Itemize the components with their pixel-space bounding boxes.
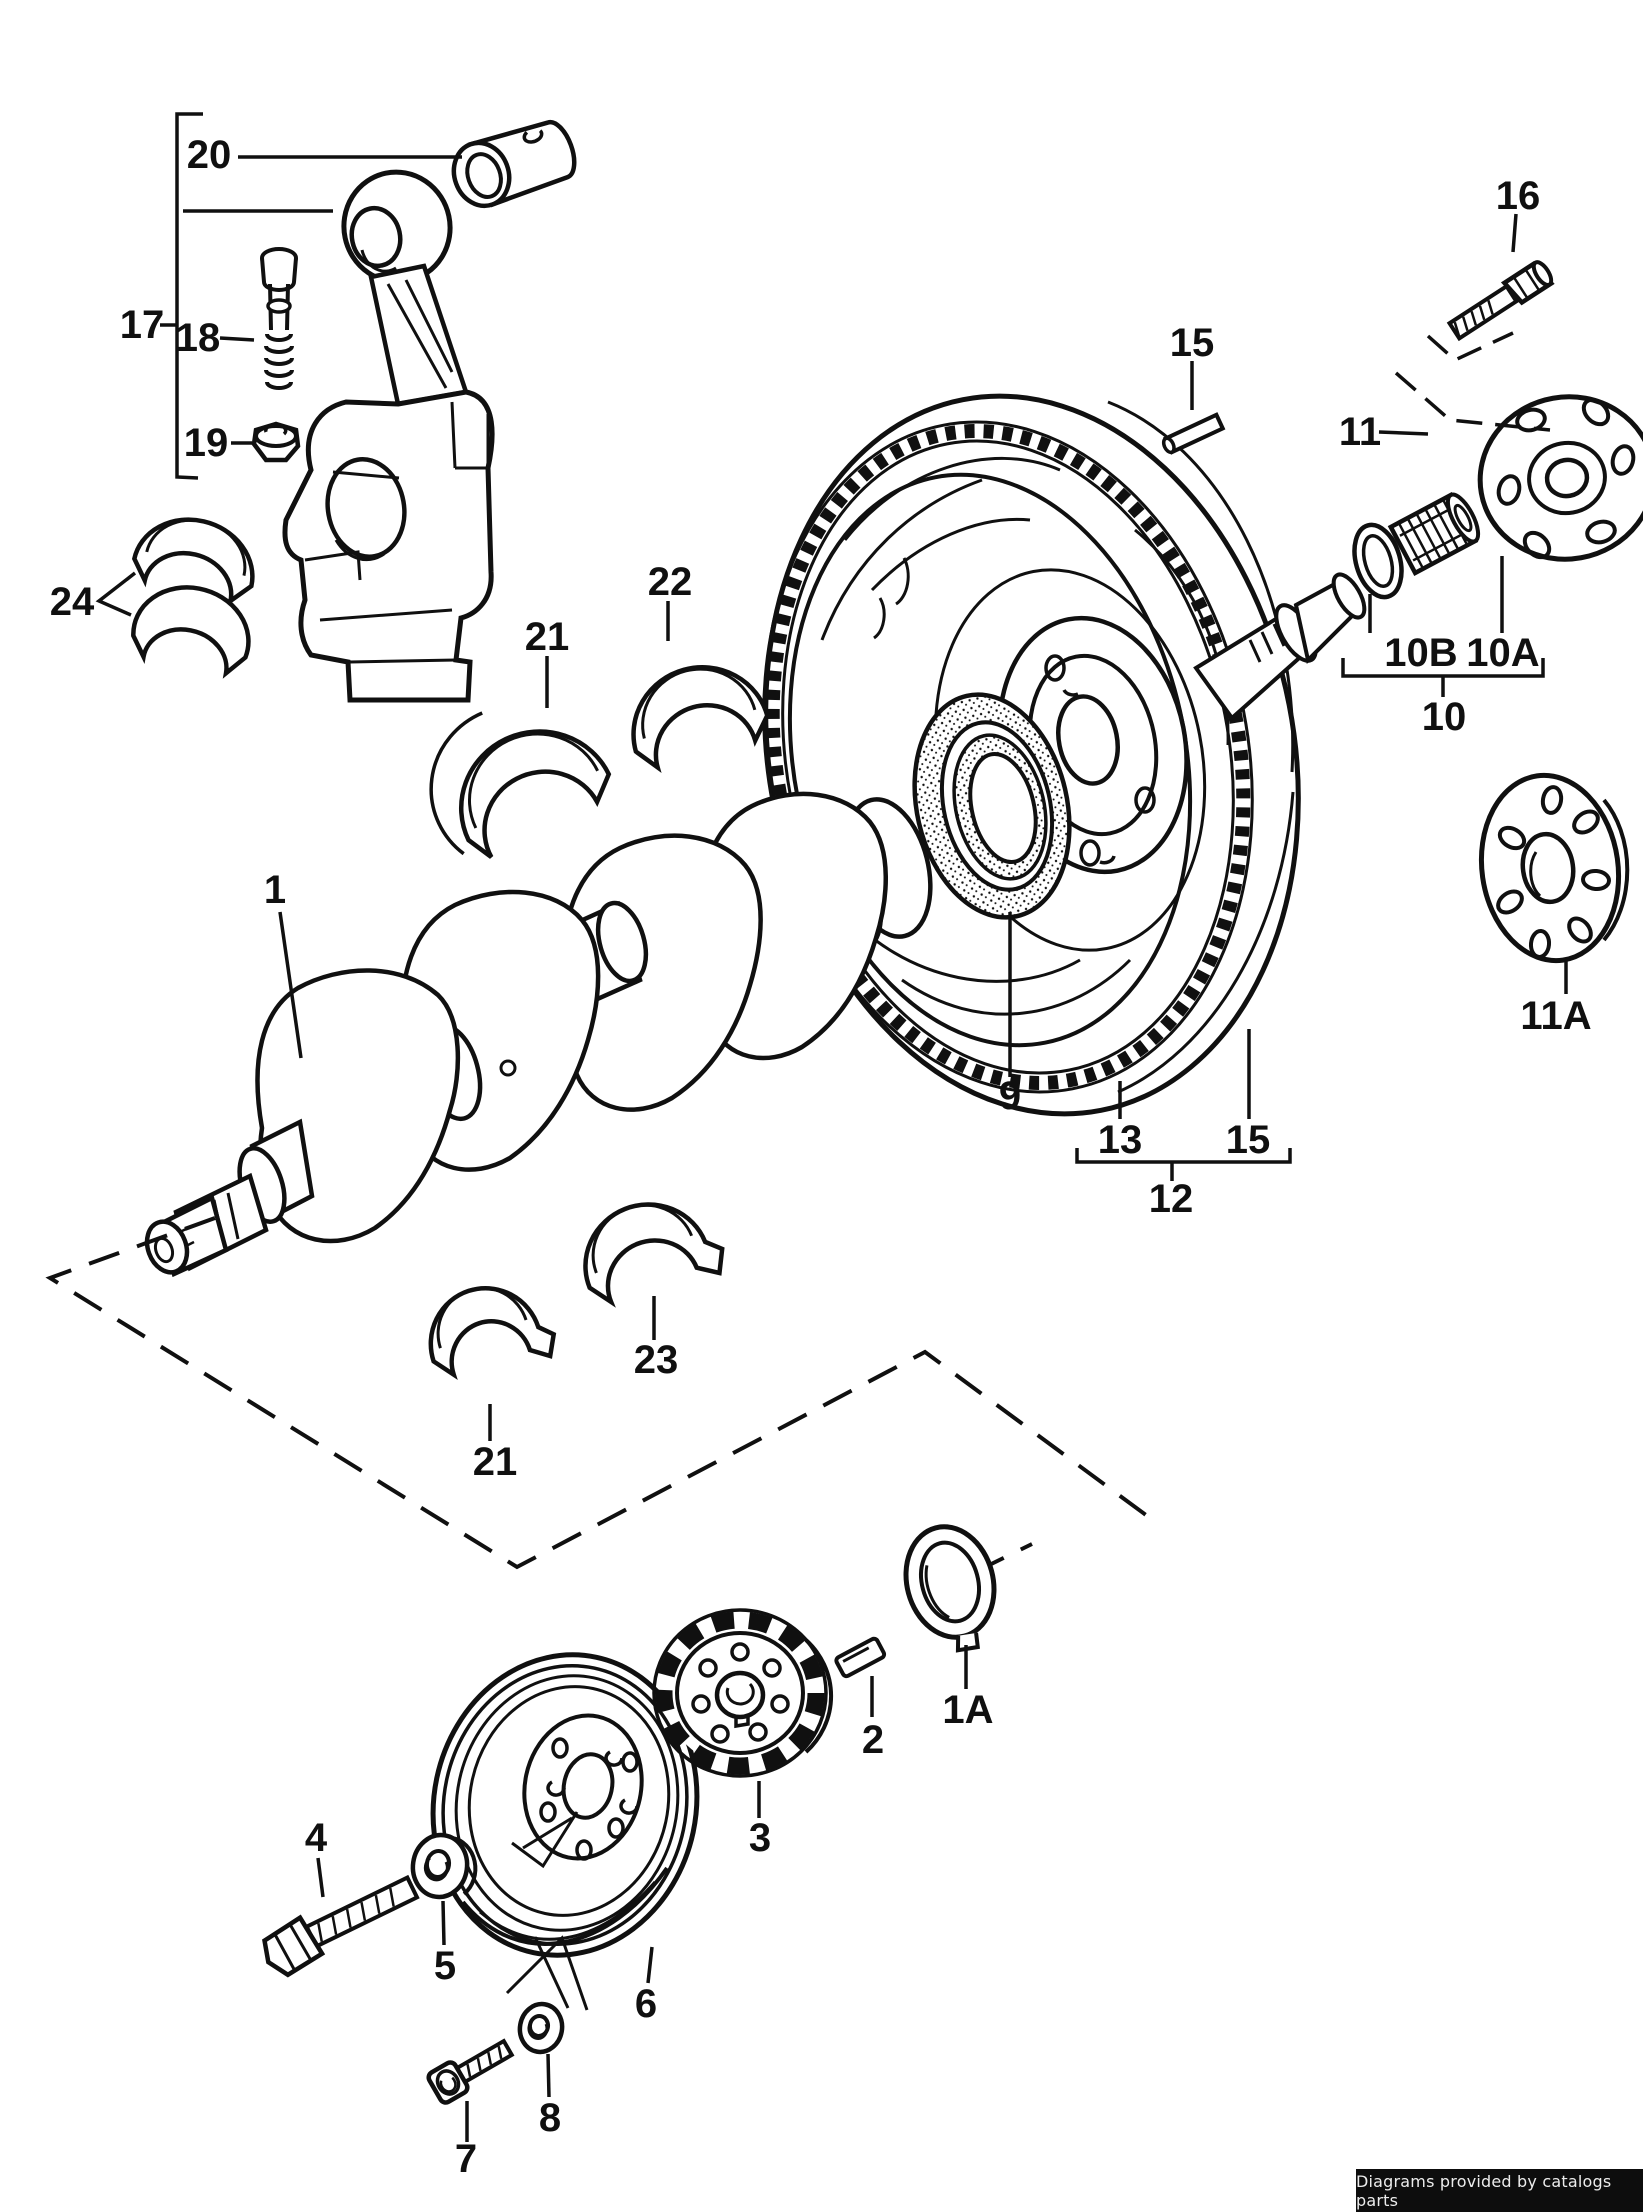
dowel-pin-15-drawing	[1161, 412, 1226, 455]
drive-plate-11A-drawing	[1478, 772, 1630, 964]
bearing-shell-21-lower-drawing	[428, 1285, 557, 1380]
callout-brackets	[95, 112, 1545, 1181]
bushing-20	[451, 119, 577, 209]
part-label-21b: 21	[473, 1440, 518, 1484]
part-label-1: 1	[264, 868, 286, 912]
part-label-4: 4	[305, 1816, 328, 1860]
part-label-12: 12	[1149, 1177, 1194, 1221]
bolt-18	[260, 247, 298, 390]
leader-lines	[160, 155, 1568, 2142]
bearing-shell-21-upper-drawing	[429, 711, 612, 859]
part-label-20: 20	[187, 133, 232, 177]
part-label-24: 24	[50, 580, 95, 624]
sprocket-3-drawing	[652, 1608, 834, 1778]
crank-nose	[144, 1118, 315, 1278]
bracket-10	[1341, 658, 1545, 697]
part-label-11A: 11A	[1520, 994, 1591, 1038]
bearing-shell-22-drawing	[631, 665, 770, 774]
roll-pin-2-drawing	[834, 1636, 887, 1679]
part-label-10B: 10B	[1384, 631, 1457, 675]
flywheel-bolt-16-drawing	[1446, 260, 1555, 342]
watermark-text: Diagrams provided by catalogs parts	[1356, 2171, 1612, 2210]
part-label-10: 10	[1422, 695, 1467, 739]
pulley-holes	[539, 1737, 639, 1861]
bracket-17	[175, 112, 203, 480]
part-label-1A: 1A	[942, 1688, 993, 1732]
part-label-6: 6	[635, 1982, 657, 2026]
part-label-19: 19	[184, 421, 229, 465]
oil-seal-1A-drawing	[903, 1524, 997, 1653]
part-label-10A: 10A	[1466, 631, 1539, 675]
part-label-22: 22	[648, 560, 693, 604]
bracket-12	[1075, 1148, 1292, 1181]
nut-19	[251, 421, 301, 463]
crankshaft-drawing	[144, 791, 933, 1278]
v-belt-pulley-drawing	[430, 1652, 700, 2009]
part-label-2: 2	[862, 1718, 884, 1762]
part-label-13: 13	[1098, 1118, 1143, 1162]
callout-labels: 20 17 18 19 24 22 21 1 16 15 11 10B 10A …	[50, 133, 1592, 2181]
part-label-3: 3	[749, 1816, 771, 1860]
washer-5-drawing	[410, 1832, 478, 1900]
part-label-11: 11	[1339, 410, 1381, 454]
bolt-4-drawing	[262, 1874, 420, 1978]
part-label-9: 9	[999, 1074, 1021, 1118]
connecting-rod-drawing	[131, 119, 577, 703]
watermark-badge: Diagrams provided by catalogs parts	[1356, 2169, 1643, 2212]
flange-11-drawing	[1477, 394, 1643, 562]
part-label-7: 7	[455, 2137, 477, 2181]
crank-stub-shaft	[1193, 572, 1367, 721]
bolt-7-drawing	[426, 2038, 515, 2105]
part-label-16: 16	[1496, 174, 1541, 218]
part-label-21a: 21	[525, 615, 570, 659]
assembly-axis-marks-pulley	[505, 1811, 589, 2011]
bearing-shells-24	[131, 517, 255, 679]
part-label-18: 18	[176, 316, 221, 360]
needle-bearing-10A-drawing	[1387, 492, 1481, 576]
part-label-8: 8	[539, 2096, 561, 2140]
spacer-ring-drawing	[912, 692, 1072, 920]
bearing-shell-23-drawing	[583, 1202, 725, 1308]
part-label-5: 5	[434, 1944, 456, 1988]
fork-24	[95, 571, 137, 617]
part-label-15a: 15	[1170, 321, 1215, 365]
seal-ring-10B-drawing	[1352, 522, 1404, 600]
part-label-23: 23	[634, 1338, 679, 1382]
part-label-17: 17	[120, 303, 165, 347]
part-label-15b: 15	[1226, 1118, 1271, 1162]
washer-8-drawing	[517, 2001, 565, 2055]
assembly-axis-marks-16	[1394, 331, 1551, 432]
